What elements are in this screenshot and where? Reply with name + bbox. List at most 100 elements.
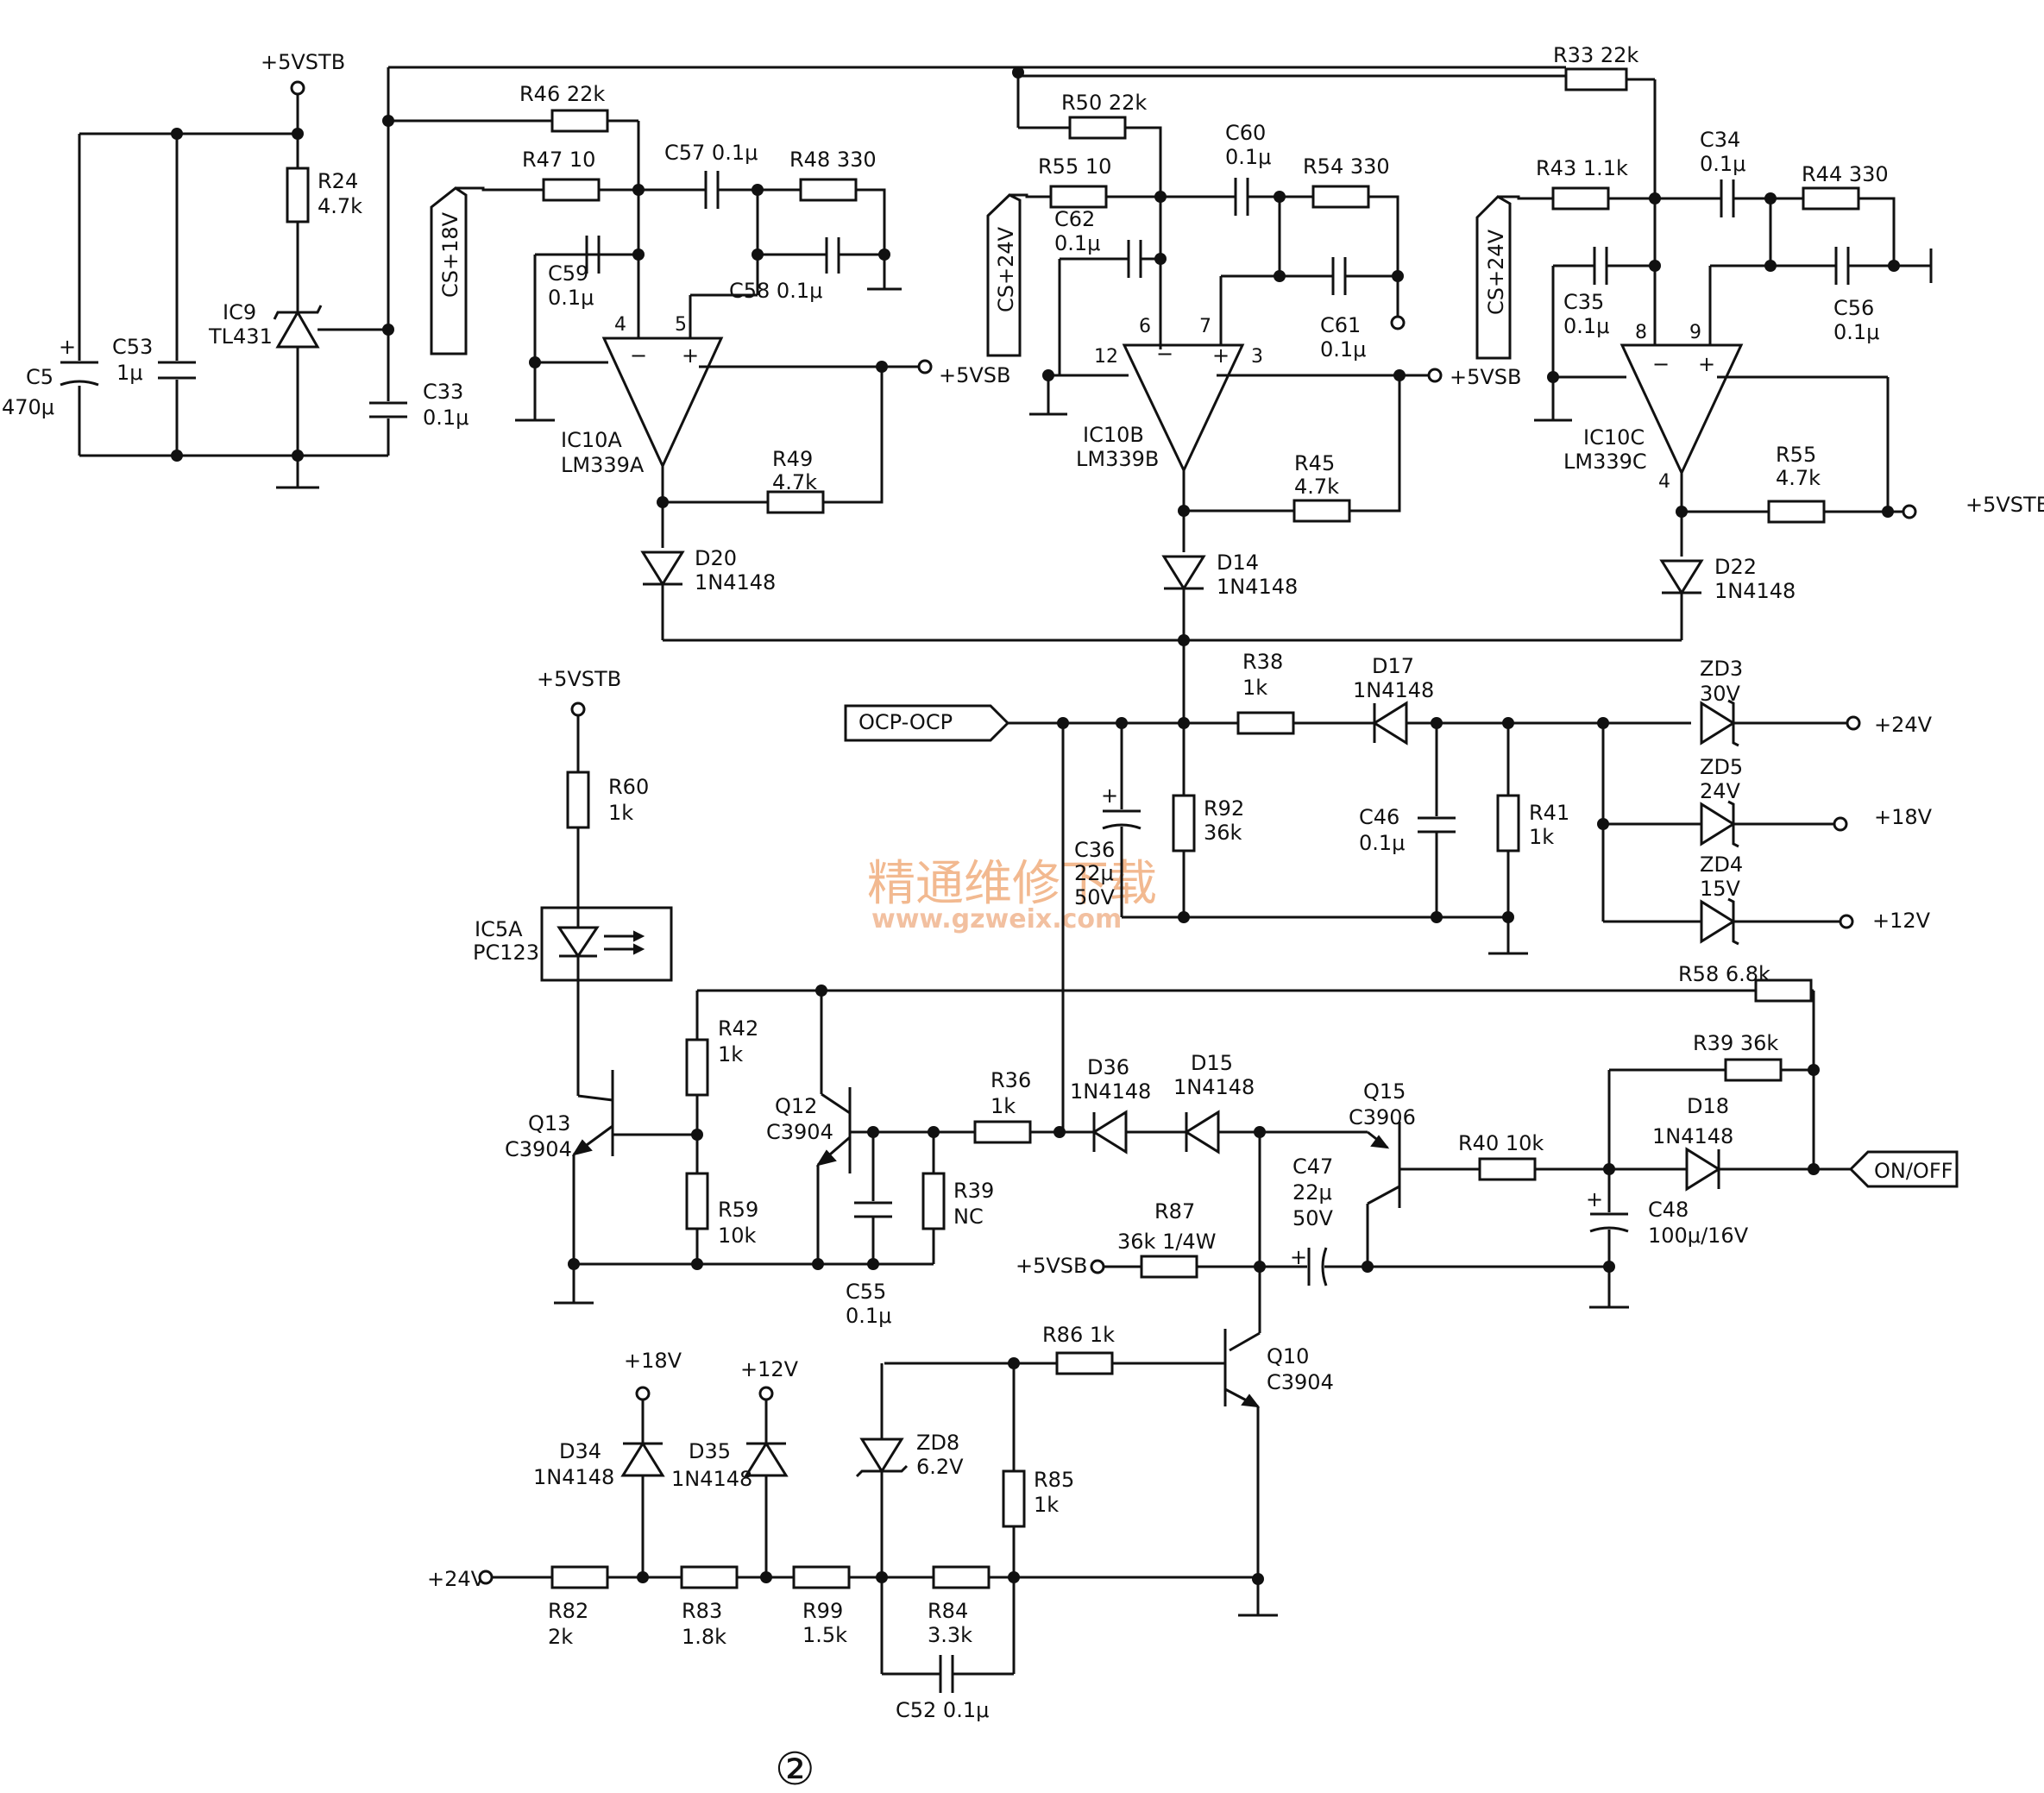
protection-latch: +5VSTB R60 1k IC5A PC123 Q13 C3904 R42 1… [473,667,1959,1617]
svg-text:1N4148: 1N4148 [533,1465,614,1489]
resistor-r45 [1292,499,1351,523]
svg-text:0.1μ: 0.1μ [846,1304,891,1328]
svg-text:R92: R92 [1204,796,1244,821]
svg-text:1.5k: 1.5k [802,1623,847,1647]
svg-text:4: 4 [1658,471,1670,493]
net-label: +5VSTB [261,50,345,74]
resistor-r33 [1564,67,1628,91]
resistor-r46 [550,109,609,133]
svg-text:22μ: 22μ [1292,1180,1332,1205]
svg-text:C47: C47 [1292,1154,1333,1179]
svg-text:ZD3: ZD3 [1700,657,1743,681]
resistor-r59 [685,1172,709,1230]
svg-text:R33 22k: R33 22k [1553,43,1638,67]
svg-text:C55: C55 [846,1280,886,1304]
port-cs18 [430,186,468,355]
svg-text:4.7k: 4.7k [1294,475,1339,499]
svg-text:0.1μ: 0.1μ [1225,145,1271,169]
comparator-a: R46 22k CS+18V R47 10 C57 0.1μ R48 330 C… [388,82,1678,642]
svg-text:D34: D34 [559,1439,601,1463]
svg-text:−: − [1156,342,1173,366]
svg-text:R99: R99 [802,1599,843,1623]
svg-text:+18V: +18V [624,1349,682,1373]
svg-text:ZD4: ZD4 [1700,852,1743,877]
svg-text:D22: D22 [1714,555,1757,579]
resistor-r92 [1172,794,1196,852]
svg-text:D20: D20 [695,546,737,570]
svg-text:Q10: Q10 [1267,1344,1309,1368]
svg-text:C58 0.1μ: C58 0.1μ [729,279,822,303]
svg-text:+5VSTB: +5VSTB [1965,493,2044,517]
svg-text:R50 22k: R50 22k [1061,91,1147,115]
svg-text:C52 0.1μ: C52 0.1μ [896,1698,989,1722]
svg-text:IC5A: IC5A [475,917,523,941]
svg-text:C3904: C3904 [1267,1370,1334,1394]
svg-text:1N4148: 1N4148 [695,570,776,595]
diode-d14 [1161,555,1206,591]
svg-text:ZD5: ZD5 [1700,755,1743,779]
svg-text:1N4148: 1N4148 [1652,1124,1733,1148]
svg-text:+12V: +12V [740,1357,799,1381]
svg-text:470μ: 470μ [2,395,54,419]
svg-text:R46 22k: R46 22k [519,82,605,106]
svg-text:C33: C33 [423,380,463,404]
svg-text:LM339A: LM339A [561,453,645,477]
svg-text:+5VSTB: +5VSTB [537,667,621,691]
svg-text:1k: 1k [1242,676,1267,700]
svg-text:C3906: C3906 [1349,1105,1416,1129]
vsb-terminal [1427,368,1443,383]
svg-text:CS+18V: CS+18V [438,211,462,298]
comparator-b: R50 22k CS+24V R55 10 C60 0.1μ R54 330 C… [986,91,1522,646]
diode-d22 [1659,559,1704,595]
svg-text:36k 1/4W: 36k 1/4W [1117,1230,1216,1254]
resistor-r40 [1478,1157,1537,1181]
resistor-r55a [1049,185,1108,209]
svg-text:R59: R59 [718,1198,758,1222]
svg-text:1k: 1k [1529,825,1554,849]
svg-text:4.7k: 4.7k [318,194,362,218]
svg-text:50V: 50V [1074,885,1116,909]
svg-text:R43 1.1k: R43 1.1k [1536,156,1628,180]
vsb-terminal [917,359,933,374]
resistor-r54 [1311,185,1370,209]
svg-text:8: 8 [1635,322,1647,343]
svg-text:0.1μ: 0.1μ [1054,231,1100,255]
svg-text:R60: R60 [608,775,649,799]
comparator-c: CS+24V R43 1.1k C34 0.1μ R44 330 C56 0.1… [1475,128,2044,642]
svg-text:R49: R49 [772,447,813,471]
comparator-ic10c [1619,343,1744,476]
resistor-r43 [1551,186,1610,211]
svg-text:1.8k: 1.8k [682,1625,726,1649]
svg-text:12: 12 [1094,346,1118,368]
resistor-r83 [680,1565,739,1589]
resistor-r86 [1055,1351,1114,1375]
svg-text:LM339B: LM339B [1076,447,1159,471]
svg-text:R24: R24 [318,169,358,193]
watermark: 精通维修下载 www.gzweix.com [867,856,1157,934]
svg-text:2k: 2k [548,1625,573,1649]
zener-zd3 [1700,701,1736,746]
svg-text:0.1μ: 0.1μ [423,406,469,430]
svg-text:PC123: PC123 [473,941,539,965]
watermark-url: www.gzweix.com [871,904,1122,934]
svg-text:NC: NC [953,1205,984,1229]
svg-text:R83: R83 [682,1599,722,1623]
zener-zd8 [859,1438,904,1474]
svg-text:C36: C36 [1074,838,1115,862]
resistor-r38 [1236,711,1295,735]
svg-text:D36: D36 [1087,1055,1129,1079]
svg-text:+24V: +24V [1874,713,1933,737]
svg-text:R42: R42 [718,1016,758,1041]
svg-text:R84: R84 [928,1599,968,1623]
svg-text:−: − [630,343,647,368]
ocp-section: OCP-OCP R38 1k D17 1N4148 + C36 22μ 50V … [844,640,1933,955]
diode-d18 [1685,1147,1721,1192]
port-onoff [1848,1150,1959,1188]
svg-text:10k: 10k [718,1224,757,1248]
resistor-r39b [1724,1058,1783,1082]
svg-text:C48: C48 [1648,1198,1689,1222]
svg-text:1N4148: 1N4148 [1217,575,1298,599]
svg-text:+5VSB: +5VSB [1016,1254,1088,1278]
svg-text:+: + [1290,1245,1307,1269]
